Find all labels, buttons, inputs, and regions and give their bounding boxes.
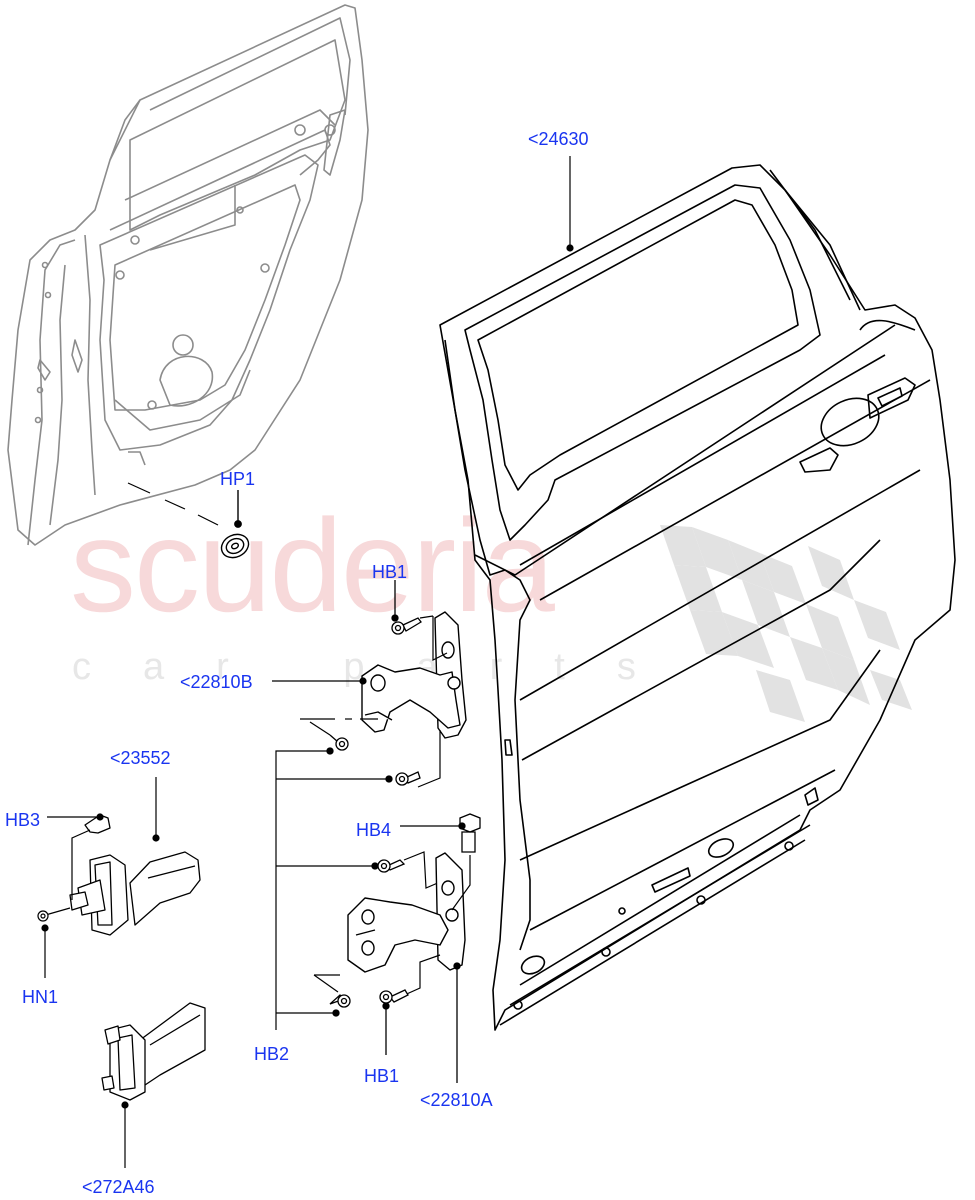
upper-hinge-22810b — [361, 611, 467, 739]
callout-22810a[interactable]: <22810A — [420, 1090, 493, 1110]
lower-hinge-fixings — [399, 855, 471, 998]
lower-hinge-22810a — [347, 852, 466, 973]
hp1-plug — [220, 490, 250, 559]
hb2-bolts — [326, 734, 421, 1017]
272a46-leader — [121, 1101, 129, 1168]
check-strap-fixings — [37, 777, 160, 978]
callout-hb1-top[interactable]: HB1 — [372, 562, 408, 582]
leader-lines — [272, 156, 574, 685]
hp1-guide — [127, 482, 219, 526]
22810a-leader — [453, 962, 461, 1083]
callout-hb2[interactable]: HB2 — [254, 1044, 290, 1064]
inner-door-panel-ghost — [7, 4, 369, 546]
checkered-flag-watermark — [660, 525, 912, 722]
callout-hb1-bottom[interactable]: HB1 — [364, 1066, 400, 1086]
callout-272a46[interactable]: <272A46 — [82, 1177, 155, 1197]
callout-23552[interactable]: <23552 — [110, 748, 171, 768]
callout-22810b[interactable]: <22810B — [180, 672, 253, 692]
callout-24630[interactable]: <24630 — [528, 129, 589, 149]
check-strap-bracket-272a46 — [101, 1002, 206, 1101]
hb1-bottom-bolt — [379, 989, 409, 1055]
door-check-strap-23552 — [69, 814, 201, 936]
watermark-tagline: car parts — [72, 646, 688, 688]
hb4-bolt — [400, 813, 481, 853]
watermark-brand: scuderia — [70, 492, 555, 639]
callout-hb3[interactable]: HB3 — [5, 810, 41, 830]
callout-hn1[interactable]: HN1 — [22, 987, 59, 1007]
hb2-leader — [275, 750, 441, 1030]
callout-hb4[interactable]: HB4 — [356, 820, 392, 840]
callout-hp1[interactable]: HP1 — [220, 469, 256, 489]
hb1-top-bolt — [391, 580, 422, 635]
rear-door-shell — [439, 164, 956, 1031]
upper-hinge-fixings — [300, 615, 448, 788]
